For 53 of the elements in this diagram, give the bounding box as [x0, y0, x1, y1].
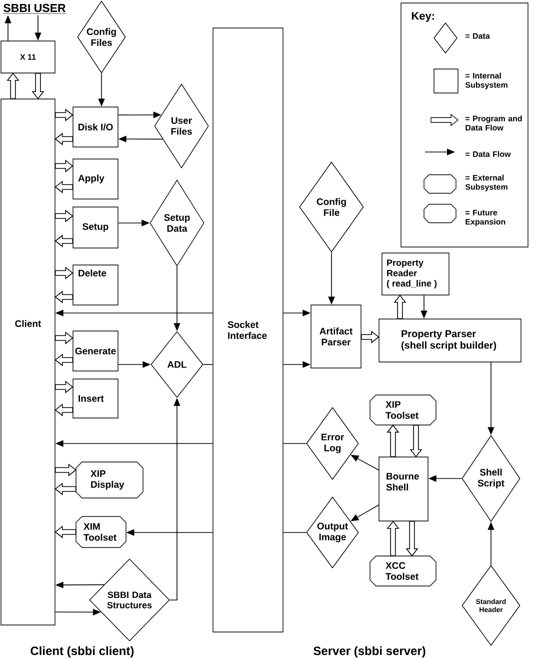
caption-text: Server (sbbi server)	[314, 646, 426, 658]
subsystem-box: X 11	[0, 40, 56, 74]
octagon-box: XCC Toolset	[370, 556, 436, 586]
line	[282, 443, 307, 444]
caption-text: Client (sbbi client)	[30, 646, 134, 658]
user-label: SBBI USER	[3, 4, 66, 14]
block-arrow	[6, 72, 20, 100]
block-arrow	[54, 332, 74, 344]
legend-text: = Future Expansion	[466, 210, 506, 226]
block-arrow	[32, 72, 44, 100]
subsystem-box: Delete	[72, 264, 118, 306]
subsystem-box: Disk I/O	[72, 106, 118, 148]
legend-title: Key:	[412, 12, 434, 22]
subsystem-box: Setup	[72, 206, 118, 248]
legend-text: = Data Flow	[466, 151, 511, 157]
octagon-box: XIM Toolset	[76, 516, 126, 548]
block-arrow	[54, 234, 74, 248]
octagon-box: XIP Toolset	[370, 394, 436, 426]
block-arrow	[54, 160, 74, 172]
legend-text: = External Subsystem	[465, 174, 508, 192]
line	[282, 532, 307, 533]
block-arrow	[410, 424, 422, 458]
subsystem-box: Bourne Shell	[378, 456, 428, 522]
block-arrow	[386, 424, 400, 458]
block-arrow	[54, 404, 74, 416]
block-arrow	[54, 210, 74, 222]
block-arrow	[54, 526, 76, 538]
block-arrow	[54, 354, 74, 366]
subsystem-box: Artifact Parser	[310, 304, 362, 368]
subsystem-box: Property Reader ( read_line )	[382, 252, 450, 296]
block-arrow	[54, 482, 76, 496]
block-arrow	[54, 380, 74, 394]
legend-text: = Data	[466, 33, 490, 39]
octagon-box: XIP Display	[76, 462, 144, 498]
legend-text: = Program and Data Flow	[466, 115, 522, 131]
line	[202, 364, 214, 365]
block-arrow	[54, 132, 74, 146]
block-arrow	[406, 520, 418, 556]
block-arrow	[360, 330, 380, 344]
subsystem-box: Client	[0, 98, 56, 626]
subsystem-box: Apply	[72, 158, 118, 200]
subsystem-box: Property Parser (shell script builder)	[378, 318, 522, 362]
block-arrow	[54, 180, 74, 194]
block-arrow	[54, 266, 74, 280]
block-arrow	[394, 294, 406, 320]
block-arrow	[54, 108, 74, 122]
subsystem-box: Insert	[72, 378, 118, 418]
interface-band: Socket Interface	[212, 28, 284, 632]
block-arrow	[54, 290, 74, 304]
block-arrow	[54, 464, 76, 476]
legend-text: = Internal Subsystem	[465, 72, 508, 90]
block-arrow	[386, 520, 400, 556]
subsystem-box: Generate	[72, 330, 118, 372]
